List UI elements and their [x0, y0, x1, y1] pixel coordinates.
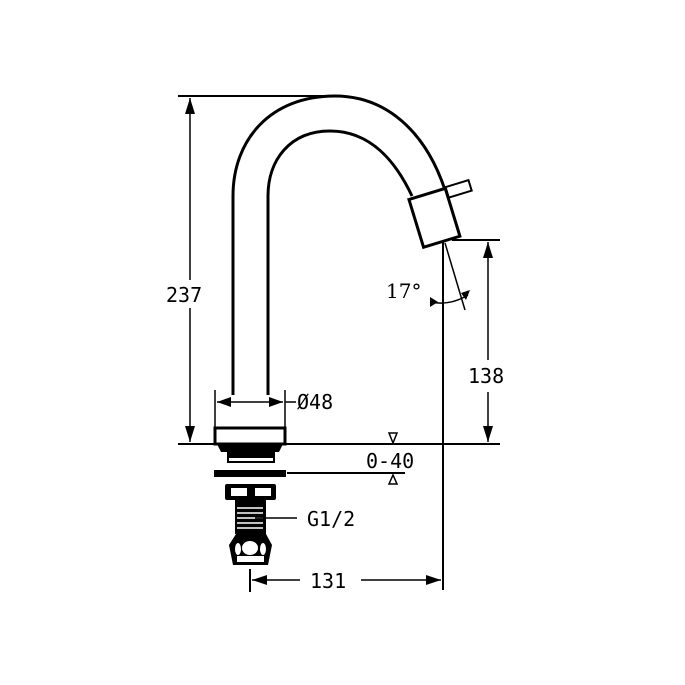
spout-inner-contour	[266, 129, 414, 395]
thread-lines	[237, 507, 263, 529]
outlet-pin	[444, 178, 473, 199]
locknut-plate	[214, 470, 286, 477]
dimension-label-131: 131	[310, 569, 346, 593]
threaded-shank	[235, 500, 266, 534]
spout-outer-contour	[231, 94, 447, 395]
dimension-deck-thickness: 0-40	[287, 432, 414, 485]
faucet-body	[213, 94, 473, 565]
dimension-overall-height: 237	[166, 95, 335, 445]
dimension-outlet-angle: 17°	[386, 240, 470, 590]
dimension-label-angle: 17°	[386, 279, 421, 303]
outlet-aerator	[407, 186, 462, 250]
dimension-label-deck: 0-40	[366, 449, 414, 473]
callout-label-thread: G1/2	[307, 507, 355, 531]
dimension-label-237: 237	[166, 283, 202, 307]
dimension-projection: 131	[249, 569, 441, 593]
callout-thread: G1/2	[255, 507, 355, 531]
base-washer	[227, 456, 275, 463]
dimension-label-diameter: Ø48	[297, 390, 333, 414]
dimension-spout-height: 138	[285, 239, 504, 445]
dimension-base-diameter: Ø48	[214, 390, 333, 428]
dimension-label-138: 138	[468, 364, 504, 388]
base-escutcheon	[213, 426, 287, 446]
